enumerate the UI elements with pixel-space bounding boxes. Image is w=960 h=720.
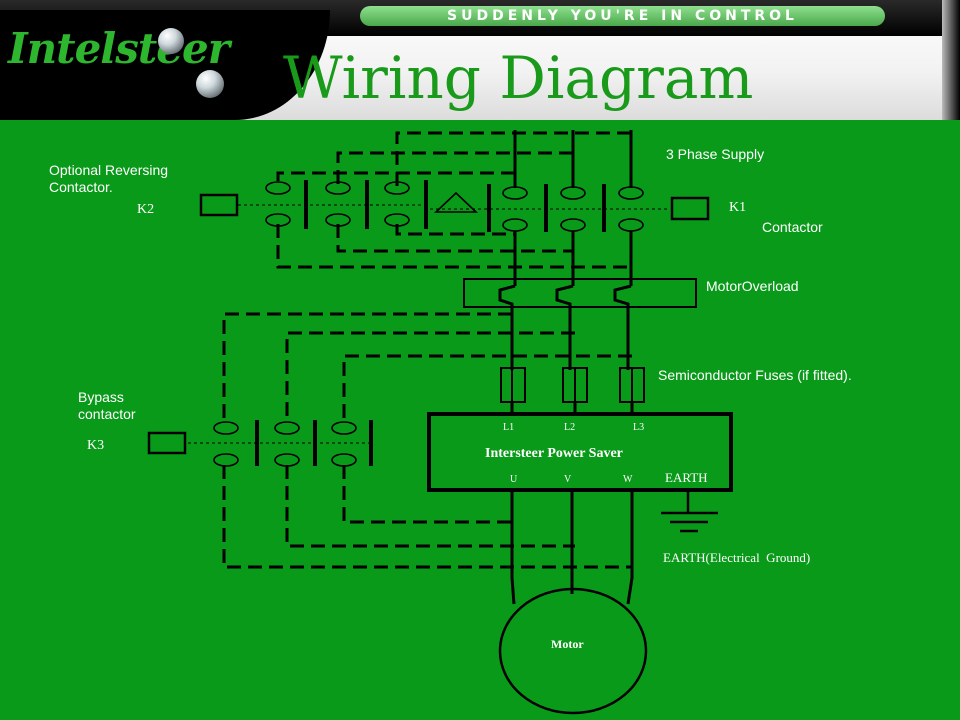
motor-label: Motor <box>551 637 584 651</box>
motor-overload <box>463 278 697 308</box>
bypass-label-line2: contactor <box>78 406 136 422</box>
terminal-l3: L3 <box>633 422 645 433</box>
header-edge <box>942 0 960 120</box>
terminal-w: W <box>623 474 633 485</box>
orb-icon <box>196 70 224 98</box>
k1-label: K1 <box>729 200 747 215</box>
power-saver-box <box>427 412 733 492</box>
terminal-v: V <box>564 474 572 485</box>
power-saver-label: Intersteer Power Saver <box>485 446 623 461</box>
k3-label: K3 <box>87 438 105 453</box>
fuses-label: Semiconductor Fuses (if fitted). <box>658 367 852 383</box>
motor-wires <box>510 490 634 605</box>
header-banner: SUDDENLY YOU'RE IN CONTROL Intelsteer Wi… <box>0 0 960 120</box>
k2-label: K2 <box>137 202 155 217</box>
k3-contactor <box>147 420 373 467</box>
terminal-l1: L1 <box>503 422 515 433</box>
semiconductor-fuses <box>500 367 645 403</box>
page-title: Wiring Diagram <box>283 44 754 112</box>
k2-contactor <box>199 180 428 229</box>
bypass-label-line1: Bypass <box>78 389 124 405</box>
reversing-dashed-links <box>276 131 631 269</box>
terminal-l2: L2 <box>564 422 576 433</box>
bypass-dashed-links <box>222 312 632 569</box>
tagline-banner <box>360 6 885 26</box>
earth-ground-label: EARTH(Electrical Ground) <box>663 550 811 565</box>
motor-icon <box>498 587 648 715</box>
earth-label: EARTH <box>665 470 708 485</box>
logo: Intelsteer <box>8 24 230 73</box>
overload-label: MotorOverload <box>706 278 799 294</box>
supply-label: 3 Phase Supply <box>666 146 765 162</box>
orb-icon <box>158 28 184 54</box>
tagline: SUDDENLY YOU'RE IN CONTROL <box>447 8 798 24</box>
k1-contactor <box>430 184 710 232</box>
phase-wires <box>498 231 633 370</box>
contactor-label: Contactor <box>762 219 823 235</box>
reversing-label-line1: Optional Reversing <box>49 162 169 178</box>
earth-ground-icon <box>661 490 718 533</box>
supply-wires <box>513 130 633 188</box>
reversing-label-line2: Contactor. <box>49 179 113 195</box>
terminal-u: U <box>510 474 518 485</box>
